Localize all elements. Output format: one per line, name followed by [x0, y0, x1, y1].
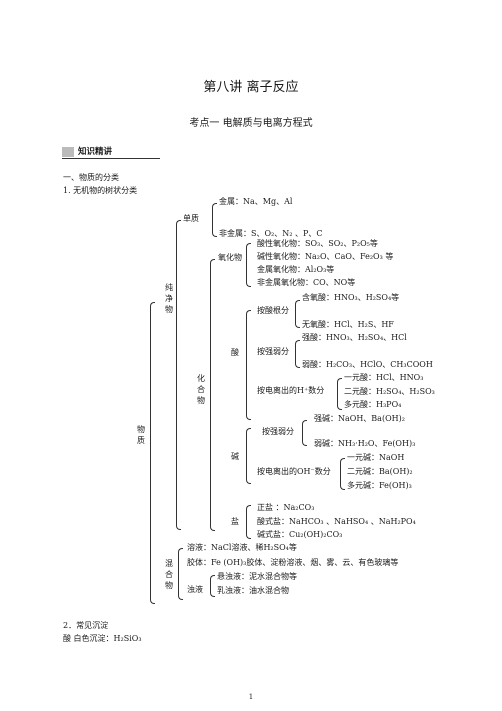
- section-subtitle: 考点一 电解质与电离方程式: [189, 118, 313, 129]
- node-mixture: 混合物: [165, 559, 173, 590]
- node-mono-acid: 一元酸：HCl、HNO₃: [344, 373, 424, 382]
- badge-label: 知识精讲: [78, 147, 113, 157]
- knowledge-badge: 知识精讲: [62, 146, 160, 159]
- node-mono-base: 一元碱：NaOH: [347, 453, 405, 462]
- node-basic-oxide: 碱性氧化物：Na₂O、CaO、Fe₂O₃ 等: [257, 252, 394, 261]
- node-oxy-acid: 含氧酸：HNO₃、H₂SO₄等: [302, 293, 400, 302]
- node-weak-base: 弱碱：NH₃·H₂O、Fe(OH)₃: [314, 439, 416, 448]
- bracket-base: [246, 428, 251, 484]
- bracket-acid-strength: [295, 340, 300, 368]
- node-neutral-oxide: 非金属氧化物：CO、NO等: [257, 278, 356, 287]
- node-metal: 金属：Na、Mg、Al: [219, 197, 293, 206]
- node-acid: 酸: [231, 348, 239, 357]
- node-suspension: 悬浊液：泥水混合物等: [217, 572, 297, 581]
- node-substance: 物质: [137, 425, 145, 445]
- bracket-simple: [212, 203, 217, 237]
- page-number: 1: [248, 693, 254, 701]
- node-turbid: 浊液: [187, 585, 203, 594]
- node-simple: 单质: [183, 214, 199, 223]
- node-compound: 化合物: [197, 374, 205, 405]
- node-oxide: 氧化物: [218, 253, 242, 262]
- node-di-base: 二元碱：Ba(OH)₂: [347, 467, 413, 476]
- node-di-acid: 二元酸：H₂SO₄、H₂SO₃: [344, 387, 435, 396]
- node-weak-acid: 弱酸：H₂CO₃、HClO、CH₃COOH: [302, 360, 433, 369]
- node-emulsion: 乳浊液：油水混合物: [217, 586, 289, 595]
- bracket-root: [150, 302, 155, 604]
- node-acid-salt: 酸式盐：NaHCO₃ 、NaHSO₄ 、NaH₂PO₄: [257, 517, 416, 526]
- bracket-base-strength: [302, 420, 307, 446]
- node-base: 碱: [231, 452, 239, 461]
- node-strong-acid: 强酸：HNO₃、H₂SO₄、HCl: [302, 333, 407, 342]
- node-nonoxy-acid: 无氧酸：HCl、H₂S、HF: [302, 320, 394, 329]
- bracket-by-root: [295, 300, 300, 328]
- node-by-root: 按酸根分: [257, 306, 289, 315]
- node-poly-acid: 多元酸：H₃PO₄: [344, 400, 402, 409]
- node-colloid: 胶体：Fe (OH)₃胶体、淀粉溶液、烟、雾、云、有色玻璃等: [187, 558, 399, 567]
- bracket-oxide: [246, 243, 251, 287]
- node-by-oh: 按电离出的OH⁻数分: [257, 467, 331, 476]
- page-title: 第八讲 离子反应: [203, 80, 299, 95]
- bracket-compound: [210, 259, 215, 531]
- pencil-icon: [62, 147, 74, 157]
- node-acidic-oxide: 酸性氧化物：SO₃、SO₂、P₂O₅等: [257, 239, 378, 248]
- bracket-by-h: [337, 378, 342, 410]
- text-line: 酸 白色沉淀：H₂SiO₃: [63, 634, 142, 643]
- bracket-salt: [246, 505, 251, 539]
- node-acid-by-strength: 按强弱分: [257, 347, 289, 356]
- node-salt: 盐: [231, 517, 239, 526]
- node-basic-salt: 碱式盐：Cu₂(OH)₂CO₃: [257, 530, 343, 539]
- section-heading-2: 2．常见沉淀: [63, 621, 109, 630]
- node-strong-base: 强碱：NaOH、Ba(OH)₂: [314, 414, 405, 423]
- bracket-acid: [246, 310, 251, 420]
- node-solution: 溶液：NaCl溶液、稀H₂SO₄等: [187, 543, 297, 552]
- node-normal-salt: 正盐 ：Na₂CO₃: [257, 503, 315, 512]
- node-nonmetal: 非金属：S、O₂、N₂ 、P、C: [219, 229, 323, 238]
- node-by-h: 按电离出的H⁺数分: [257, 386, 325, 395]
- node-amph-oxide: 金属氧化物：Al₂O₃等: [257, 265, 335, 274]
- node-pure: 纯净物: [165, 283, 173, 314]
- subsection-heading: 1. 无机物的树状分类: [63, 186, 138, 195]
- bracket-by-oh: [340, 458, 345, 490]
- bracket-mixture: [178, 548, 183, 600]
- node-poly-base: 多元碱：Fe(OH)₃: [347, 481, 412, 490]
- node-base-by-strength: 按强弱分: [262, 427, 294, 436]
- section-heading: 一、物质的分类: [63, 173, 119, 182]
- bracket-pure: [176, 220, 181, 530]
- bracket-turbid: [210, 575, 215, 597]
